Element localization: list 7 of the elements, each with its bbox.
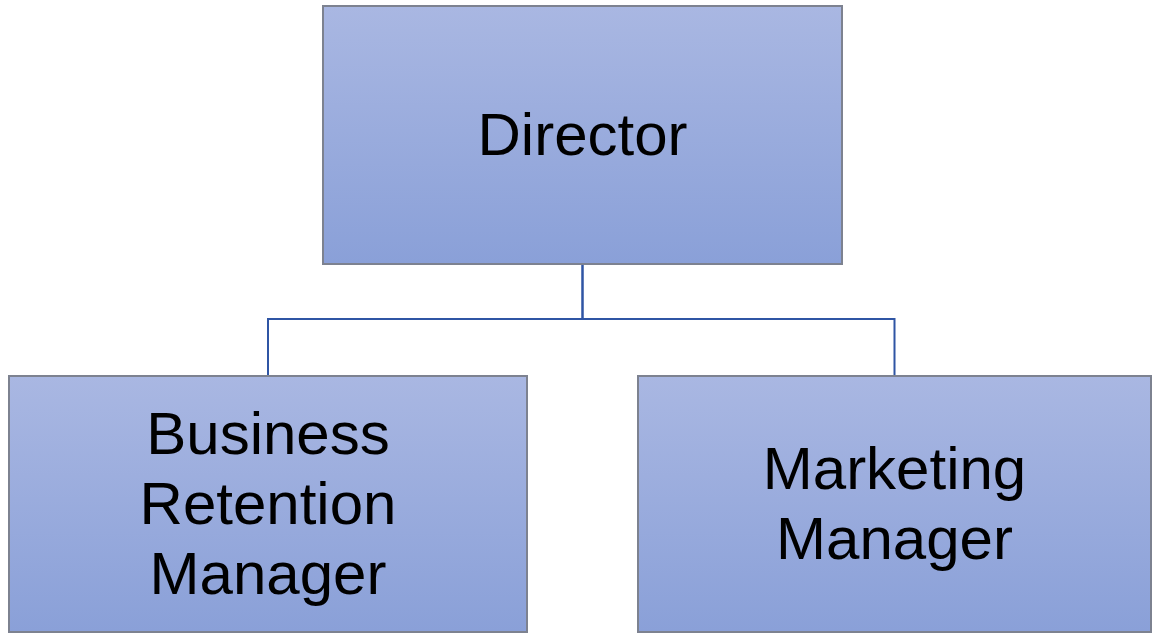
org-chart-box <box>322 5 843 265</box>
role-title: Marketing Manager <box>761 434 1028 574</box>
role-title: Business Retention Manager <box>138 399 398 609</box>
org-chart-box <box>8 375 528 633</box>
org-chart-box <box>637 375 1152 633</box>
connector-line <box>581 264 896 376</box>
role-title: Director <box>477 100 688 170</box>
